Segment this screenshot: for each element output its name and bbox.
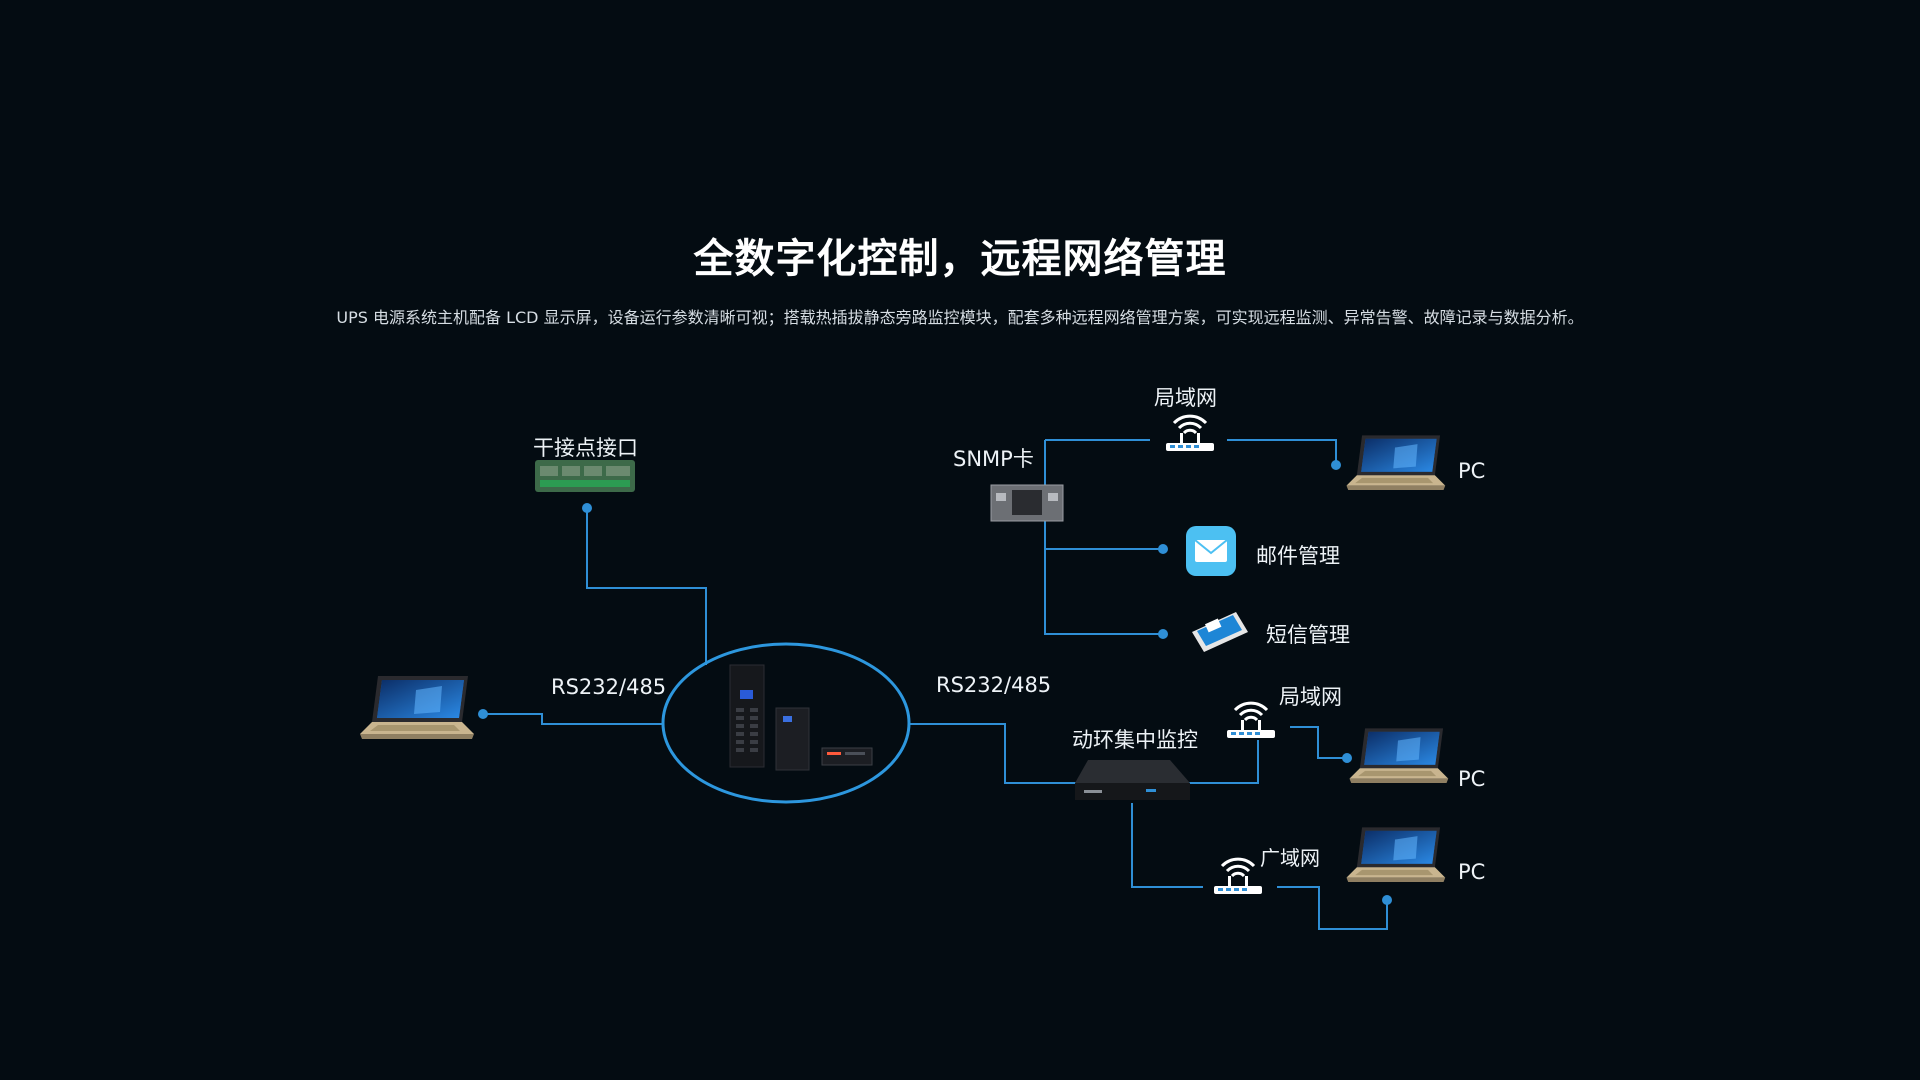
- sms-label: 短信管理: [1266, 623, 1350, 647]
- mail-icon: [1186, 526, 1236, 576]
- wan-label: 广域网: [1260, 846, 1320, 870]
- snmp-card-icon: [990, 484, 1064, 522]
- connection-dots: [478, 460, 1392, 905]
- laptop-icon: [1346, 435, 1446, 490]
- phone-icon: [1192, 612, 1248, 652]
- laptop-icon: [1349, 728, 1449, 783]
- dry-contact-label: 干接点接口: [533, 436, 638, 460]
- connection-lines: [483, 439, 1388, 930]
- lan-bottom-label: 局域网: [1279, 685, 1342, 709]
- mail-label: 邮件管理: [1256, 544, 1340, 568]
- laptop-icon: [1346, 827, 1446, 882]
- env-monitor-label: 动环集中监控: [1072, 728, 1198, 752]
- pc-mid-label: PC: [1458, 767, 1486, 791]
- page-subtitle: UPS 电源系统主机配备 LCD 显示屏，设备运行参数清晰可视；搭载热插拔静态旁…: [336, 308, 1584, 327]
- pc-top-label: PC: [1458, 459, 1486, 483]
- circuit-board-icon: [535, 460, 635, 492]
- rs-left-label: RS232/485: [551, 675, 667, 699]
- pc-bottom-label: PC: [1458, 860, 1486, 884]
- laptop-icon: [360, 676, 474, 739]
- snmp-label: SNMP卡: [953, 447, 1034, 471]
- wifi-router-icon: [1212, 857, 1264, 896]
- ups-cabinet-icon: [729, 664, 873, 771]
- monitoring-unit-icon: [1075, 760, 1190, 800]
- rs-right-label: RS232/485: [936, 673, 1052, 697]
- page-title: 全数字化控制，远程网络管理: [693, 236, 1227, 282]
- wifi-router-icon: [1225, 701, 1277, 740]
- lan-top-label: 局域网: [1154, 386, 1217, 410]
- ups-group-ellipse: [661, 642, 911, 804]
- wifi-router-icon: [1164, 414, 1216, 453]
